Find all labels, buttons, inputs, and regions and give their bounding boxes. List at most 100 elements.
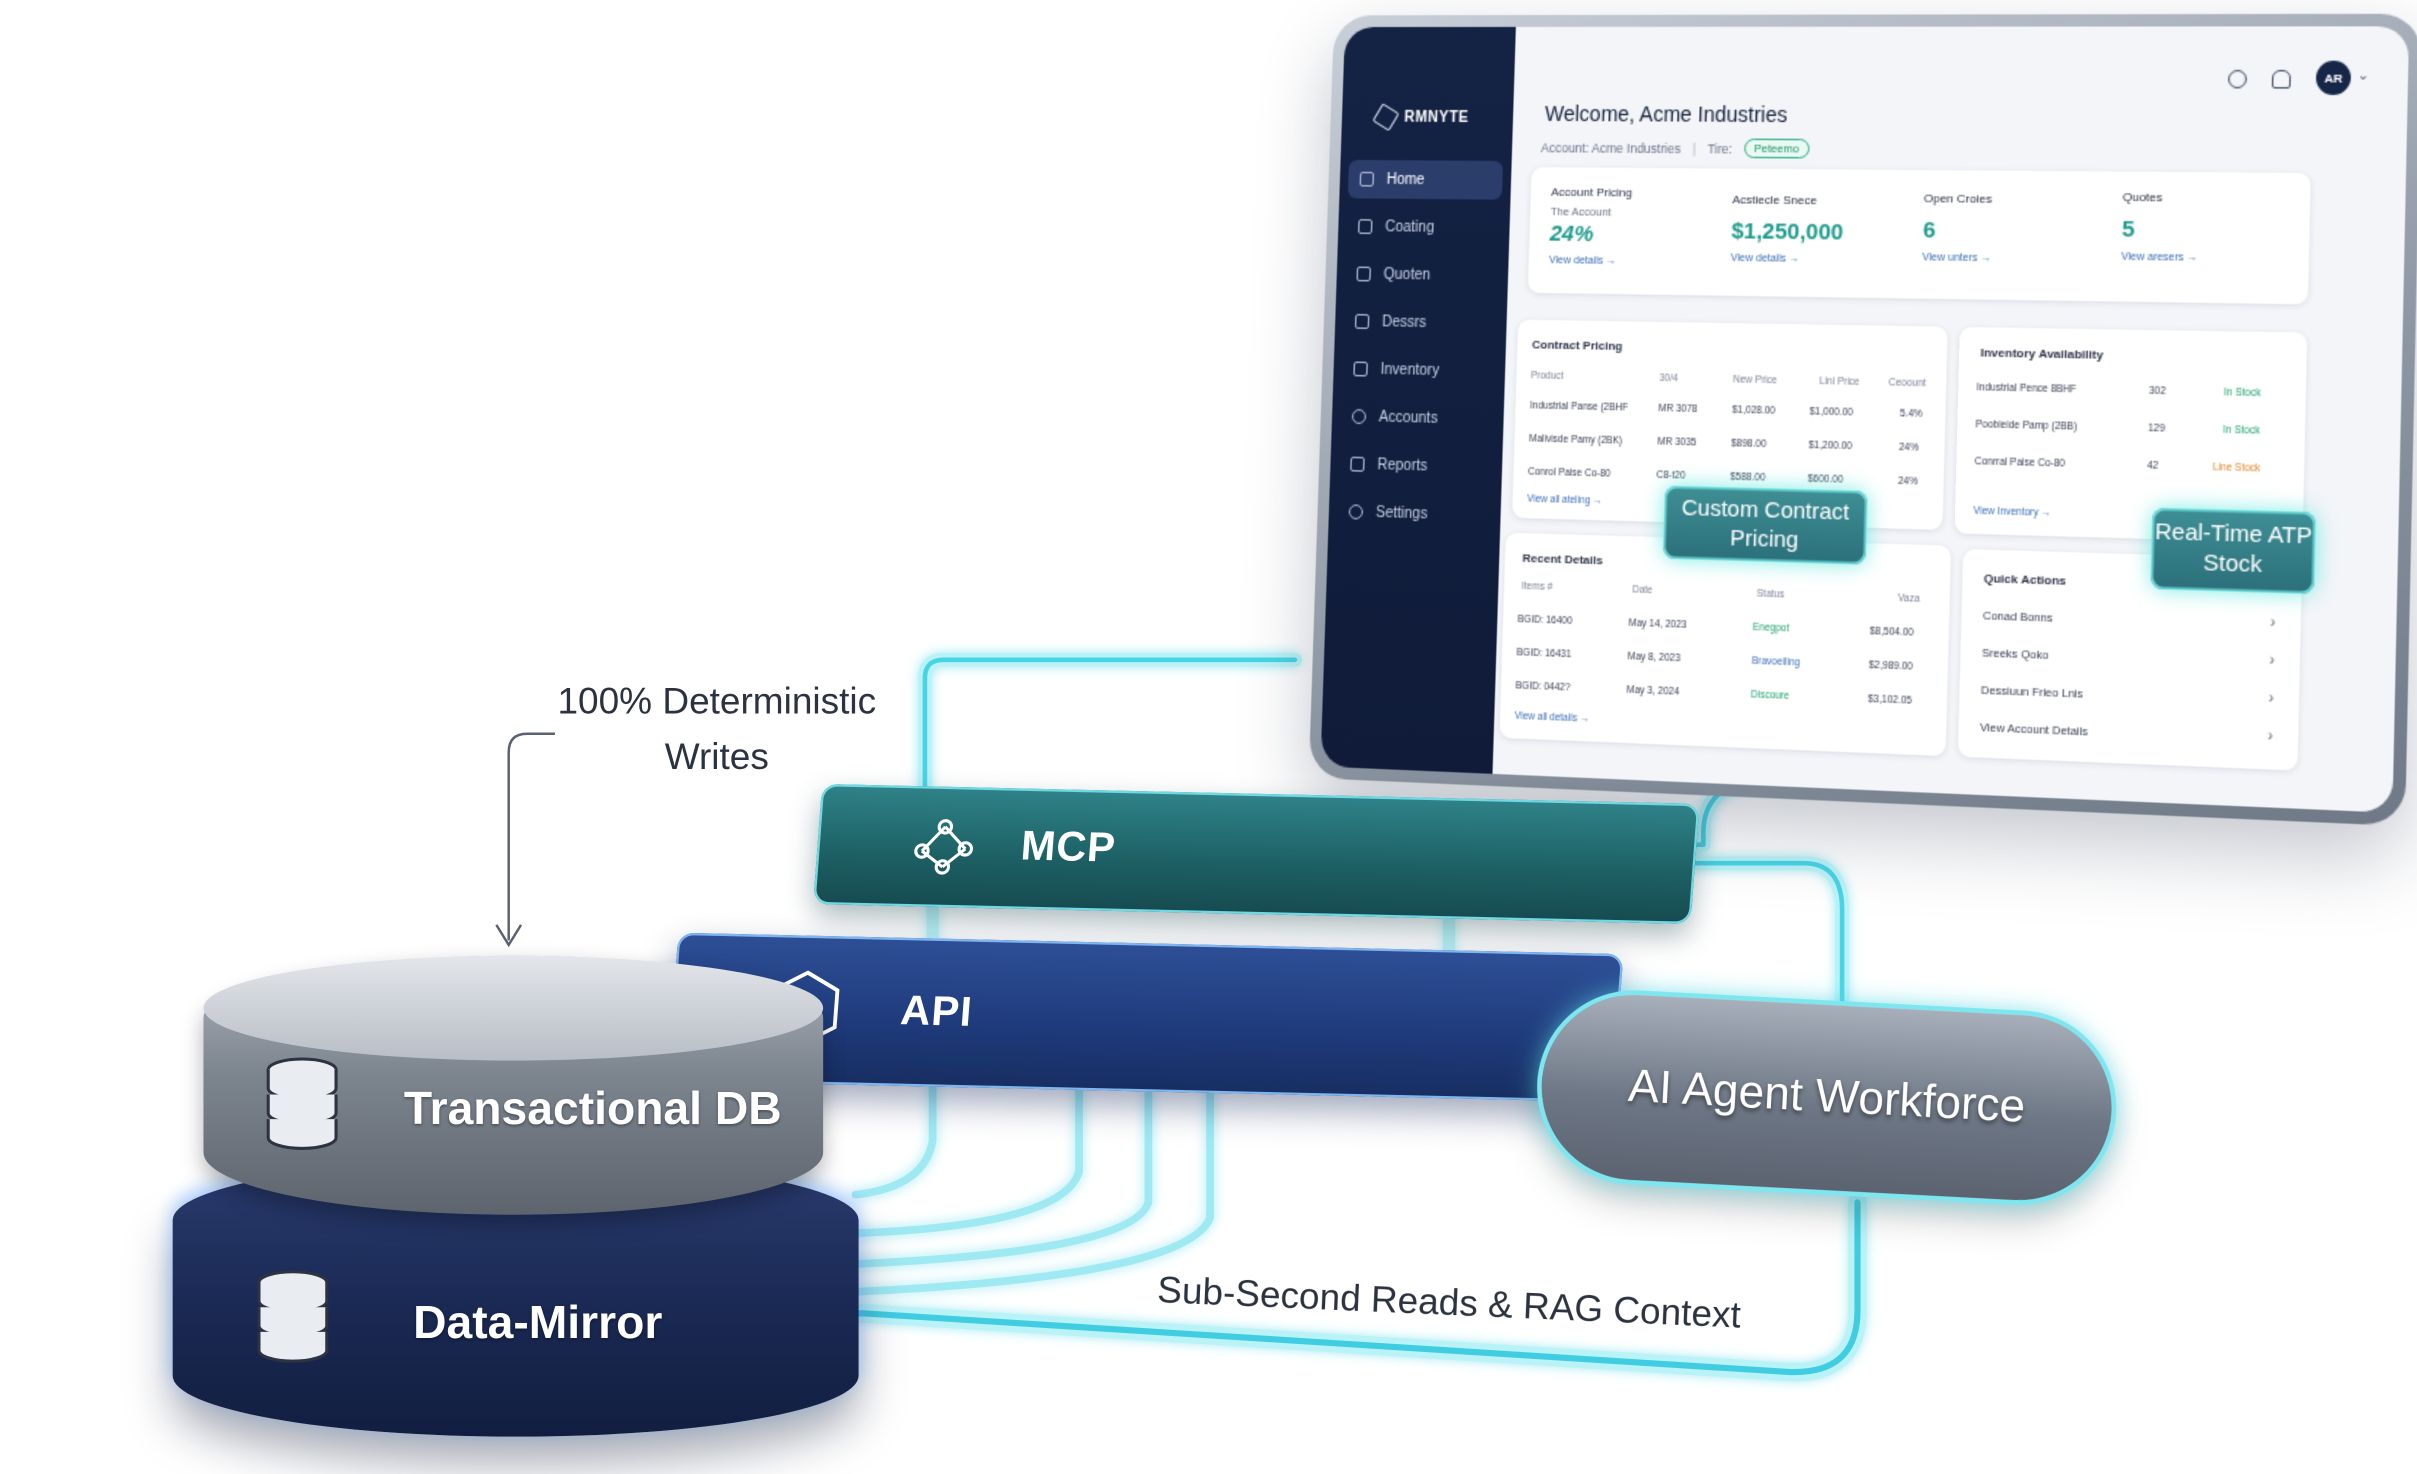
table-cell: $588.00	[1730, 472, 1766, 484]
kpi-quotes: Quotes 5 View aresers →	[2121, 190, 2310, 265]
table-cell: BGID: 16431	[1516, 647, 1572, 661]
table-cell: $3,102.05	[1867, 694, 1912, 707]
kpi-title: Account Pricing	[1550, 185, 1633, 200]
brand-logo[interactable]: RMNYTE	[1372, 103, 1470, 132]
chevron-right-icon[interactable]: ›	[2269, 614, 2276, 633]
quick-action-item[interactable]: Conad Bonns	[1982, 608, 2053, 625]
view-details-link[interactable]: View details →	[1730, 253, 1800, 265]
table-cell: 5.4%	[1899, 408, 1923, 420]
table-cell: $898.00	[1731, 438, 1767, 451]
section-title: Inventory Availability	[1980, 345, 2104, 362]
table-cell: $1,000.00	[1809, 406, 1854, 419]
stock-status: Line Stock	[2212, 462, 2261, 475]
table-cell: May 14, 2023	[1628, 618, 1687, 631]
recent-details-card: Recent Details Items # Date Status Vaza …	[1499, 532, 1952, 757]
section-title: Quick Actions	[1983, 571, 2067, 588]
sidebar-item-reports[interactable]: Reports	[1330, 444, 1503, 487]
account-name: Account: Acme Industries	[1540, 139, 1681, 156]
ai-agent-workforce: AI Agent Workforce	[1537, 990, 2117, 1205]
sidebar-item-accounts[interactable]: Accounts	[1331, 397, 1504, 440]
view-quotes-link[interactable]: View aresers →	[2121, 252, 2198, 264]
kpi-value: 6	[1922, 217, 1936, 244]
column-header: Vaza	[1897, 593, 1920, 605]
view-all-link[interactable]: View all ateling →	[1527, 494, 1603, 507]
users-icon	[1357, 219, 1373, 235]
table-cell: BGID: 16400	[1517, 614, 1573, 627]
order-status: Bravoeiling	[1751, 656, 1801, 669]
quick-action-item[interactable]: Dessiuun Frieo Lnis	[1980, 682, 2084, 701]
gear-icon	[1348, 504, 1364, 520]
column-header: Items #	[1521, 581, 1553, 593]
view-orders-link[interactable]: View unters →	[1922, 252, 1992, 265]
table-cell: Industrial Panse (2BHF	[1529, 400, 1629, 414]
table-cell: $600.00	[1807, 474, 1844, 486]
table-cell: 24%	[1898, 442, 1919, 454]
column-header: 30/4	[1659, 373, 1679, 385]
dashboard-screen: RMNYTE Home Coating Quoten Dessrs Invent…	[1320, 26, 2410, 813]
sidebar-item-inventory[interactable]: Inventory	[1333, 349, 1506, 391]
table-cell: $2,989.00	[1868, 660, 1913, 673]
writes-arrow-line	[507, 732, 555, 941]
sidebar-item-label: Settings	[1375, 504, 1428, 523]
table-cell: $1,028.00	[1732, 405, 1776, 417]
custom-contract-pricing-callout: Custom Contract Pricing	[1662, 485, 1868, 565]
order-status: Discoure	[1750, 689, 1790, 703]
data-mirror-label: Data-Mirror	[413, 1297, 663, 1349]
chevron-down-icon[interactable]: ⌄	[2357, 66, 2370, 83]
pipe-mcp-monitor	[917, 652, 1302, 809]
table-cell: Malivisde Pamy (2BK)	[1528, 433, 1623, 447]
column-header: Status	[1756, 588, 1785, 601]
sidebar-item-quoten[interactable]: Quoten	[1336, 254, 1509, 295]
table-cell: May 3, 2024	[1626, 685, 1680, 698]
ai-agent-workforce-label: AI Agent Workforce	[1626, 1060, 2027, 1133]
user-icon	[1351, 408, 1367, 425]
mcp-layer: MCP	[813, 783, 1700, 925]
chevron-right-icon[interactable]: ›	[2269, 652, 2275, 671]
network-nodes-icon	[914, 819, 974, 875]
sidebar-item-label: Quoten	[1383, 266, 1431, 284]
view-details-link[interactable]: View details →	[1548, 255, 1617, 267]
bell-icon[interactable]	[2271, 69, 2292, 89]
table-cell: $8,504.00	[1869, 626, 1914, 639]
chevron-right-icon[interactable]: ›	[2267, 728, 2274, 746]
sidebar-item-label: Reports	[1377, 456, 1428, 475]
transactional-db-label: Transactional DB	[403, 1083, 782, 1135]
quote-icon	[1356, 266, 1372, 282]
chevron-right-icon[interactable]: ›	[2268, 690, 2274, 708]
column-header: Product	[1530, 370, 1564, 383]
quick-action-item[interactable]: Sreeks Qoko	[1981, 645, 2049, 663]
table-cell: C8-t20	[1656, 470, 1686, 482]
api-label: API	[898, 987, 975, 1036]
page-title: Welcome, Acme Industries	[1544, 101, 1788, 127]
quick-action-item[interactable]: View Account Details	[1979, 720, 2088, 739]
section-title: Recent Details	[1522, 551, 1603, 568]
table-cell: 42	[2147, 460, 2159, 472]
view-inventory-link[interactable]: View Inventory →	[1973, 506, 2052, 520]
writes-arrow-head	[495, 924, 523, 948]
table-cell: MR 3035	[1657, 436, 1697, 449]
reports-icon	[1350, 456, 1365, 472]
database-icon	[257, 1270, 329, 1363]
section-title: Contract Pricing	[1531, 337, 1623, 354]
table-cell: 302	[2148, 386, 2167, 398]
column-header: Date	[1632, 584, 1653, 597]
table-cell: Conrol Paise Co-80	[1527, 467, 1611, 480]
sidebar-item-label: Inventory	[1380, 361, 1440, 379]
sidebar-item-coating[interactable]: Coating	[1338, 207, 1510, 248]
kpi-title: Acstiecle Snece	[1732, 192, 1818, 208]
sidebar-item-settings[interactable]: Settings	[1328, 492, 1501, 536]
transactional-db-top	[203, 955, 824, 1061]
column-header: Ceoount	[1888, 377, 1926, 390]
view-all-details-link[interactable]: View all details →	[1514, 711, 1590, 725]
avatar[interactable]: AR	[2315, 60, 2352, 96]
inventory-icon	[1353, 361, 1368, 377]
pipe-api-mirror-1	[851, 1059, 937, 1199]
order-status: Enegpot	[1752, 622, 1790, 635]
sidebar-item-label: Home	[1386, 171, 1425, 188]
sidebar-item-dessrs[interactable]: Dessrs	[1335, 302, 1508, 344]
kpi-sub: The Account	[1550, 204, 1612, 219]
account-line: Account: Acme Industries | Tire: Peteemo	[1540, 137, 1810, 159]
search-icon[interactable]	[2227, 69, 2248, 89]
sidebar-item-home[interactable]: Home	[1347, 159, 1504, 200]
